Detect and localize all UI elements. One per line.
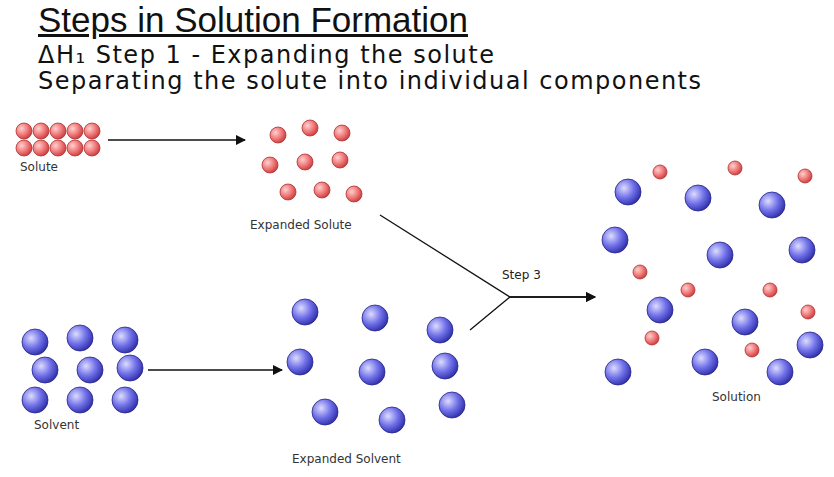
solvent-particle [77, 357, 103, 383]
solute-particle [50, 123, 66, 139]
particle-cluster: Expanded Solvent [282, 292, 470, 472]
solute-particle [798, 169, 812, 183]
solute-particle [84, 140, 100, 156]
particle-cluster: Solute [12, 118, 108, 180]
solvent-particle [692, 349, 718, 375]
step-arrow [380, 215, 595, 297]
step-description: Separating the solute into individual co… [38, 68, 828, 94]
cluster-label: Solution [712, 390, 761, 404]
solvent-particle [359, 359, 385, 385]
solvent-particle [602, 227, 628, 253]
solute-particle [334, 125, 350, 141]
solvent-particle [707, 242, 733, 268]
cluster-label: Solvent [34, 418, 79, 432]
solute-particle [728, 161, 742, 175]
solute-particle [645, 331, 659, 345]
solvent-particle [112, 327, 138, 353]
solvent-particle [789, 237, 815, 263]
solute-particle [346, 186, 362, 202]
solute-particle [745, 343, 759, 357]
solvent-particle [67, 387, 93, 413]
solvent-particle [685, 185, 711, 211]
diagram-title: Steps in Solution Formation [38, 0, 468, 40]
solvent-particle [112, 387, 138, 413]
solute-particle [280, 184, 296, 200]
solvent-particle [22, 329, 48, 355]
particle-cluster: Solution [595, 150, 830, 415]
solvent-particle [605, 359, 631, 385]
solute-particle [270, 127, 286, 143]
particle-group [16, 120, 823, 433]
step-arrow [148, 369, 282, 370]
cluster-label: Expanded Solute [250, 218, 352, 232]
solvent-particle [379, 407, 405, 433]
solvent-particle [312, 399, 338, 425]
solute-particle [763, 283, 777, 297]
solvent-particle [797, 332, 823, 358]
particle-cluster: Expanded Solute [245, 118, 380, 238]
solute-particle [84, 123, 100, 139]
solvent-particle [615, 179, 641, 205]
solute-particle [633, 265, 647, 279]
solvent-particle [759, 192, 785, 218]
solvent-particle [732, 309, 758, 335]
solvent-particle [439, 392, 465, 418]
solute-particle [67, 140, 83, 156]
solvent-particle [22, 387, 48, 413]
solute-particle [302, 120, 318, 136]
solvent-particle [767, 359, 793, 385]
solute-particle [801, 305, 815, 319]
solvent-particle [292, 299, 318, 325]
solute-particle [297, 154, 313, 170]
step-label: Step 3 [500, 268, 543, 282]
solute-particle [50, 140, 66, 156]
solute-particle [653, 165, 667, 179]
solvent-particle [427, 317, 453, 343]
solvent-particle [647, 297, 673, 323]
particle-cluster: Solvent [18, 322, 148, 437]
solute-particle [67, 123, 83, 139]
solvent-particle [32, 357, 58, 383]
solvent-particle [117, 355, 143, 381]
solute-particle [681, 283, 695, 297]
step-arrow [108, 139, 245, 140]
solute-particle [33, 140, 49, 156]
step-description: ΔH₁ Step 1 - Expanding the solute [38, 42, 828, 68]
solvent-particle [432, 353, 458, 379]
solute-particle [16, 123, 32, 139]
solvent-particle [67, 325, 93, 351]
solute-particle [314, 182, 330, 198]
cluster-label: Solute [20, 160, 58, 174]
step-arrow [470, 297, 595, 330]
solute-particle [332, 152, 348, 168]
solute-particle [33, 123, 49, 139]
cluster-label: Expanded Solvent [292, 452, 401, 466]
solvent-particle [362, 305, 388, 331]
solute-particle [262, 157, 278, 173]
solute-particle [16, 140, 32, 156]
solvent-particle [287, 349, 313, 375]
